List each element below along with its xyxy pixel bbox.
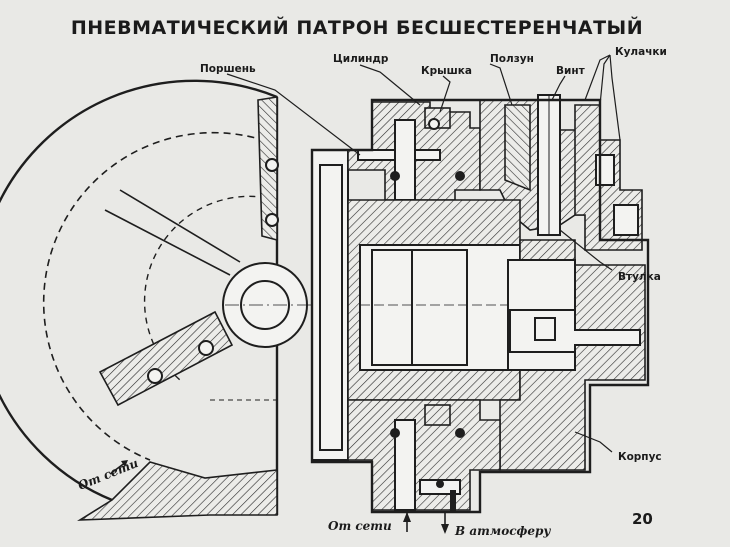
front-view <box>0 79 630 521</box>
jaw-bolt-1 <box>147 368 163 384</box>
label-ot-seti-bottom: От сети <box>328 519 392 533</box>
page-number: 20 <box>632 510 653 528</box>
label-vint: Винт <box>556 65 586 77</box>
leader-lines <box>226 54 621 453</box>
jaw-slot <box>98 310 234 407</box>
label-cilindr: Цилиндр <box>333 53 389 65</box>
label-kryshka: Крышка <box>421 65 472 77</box>
label-v-atmosferu: В атмосферу <box>454 524 551 538</box>
section-view <box>310 94 650 534</box>
front-view-outer-arc <box>0 79 278 502</box>
jaw-bolt-2 <box>198 340 214 356</box>
label-kulachki: Кулачки <box>615 46 667 58</box>
label-porshen: Поршень <box>200 63 256 75</box>
label-polzun: Ползун <box>490 53 534 65</box>
slide <box>504 104 531 192</box>
label-korpus: Корпус <box>618 451 662 463</box>
page-title: ПНЕВМАТИЧЕСКИЙ ПАТРОН БЕСШЕСТЕРЕНЧАТЫЙ <box>71 16 643 39</box>
label-vtulka: Втулка <box>618 271 661 283</box>
cylinder-bottom <box>347 399 501 511</box>
